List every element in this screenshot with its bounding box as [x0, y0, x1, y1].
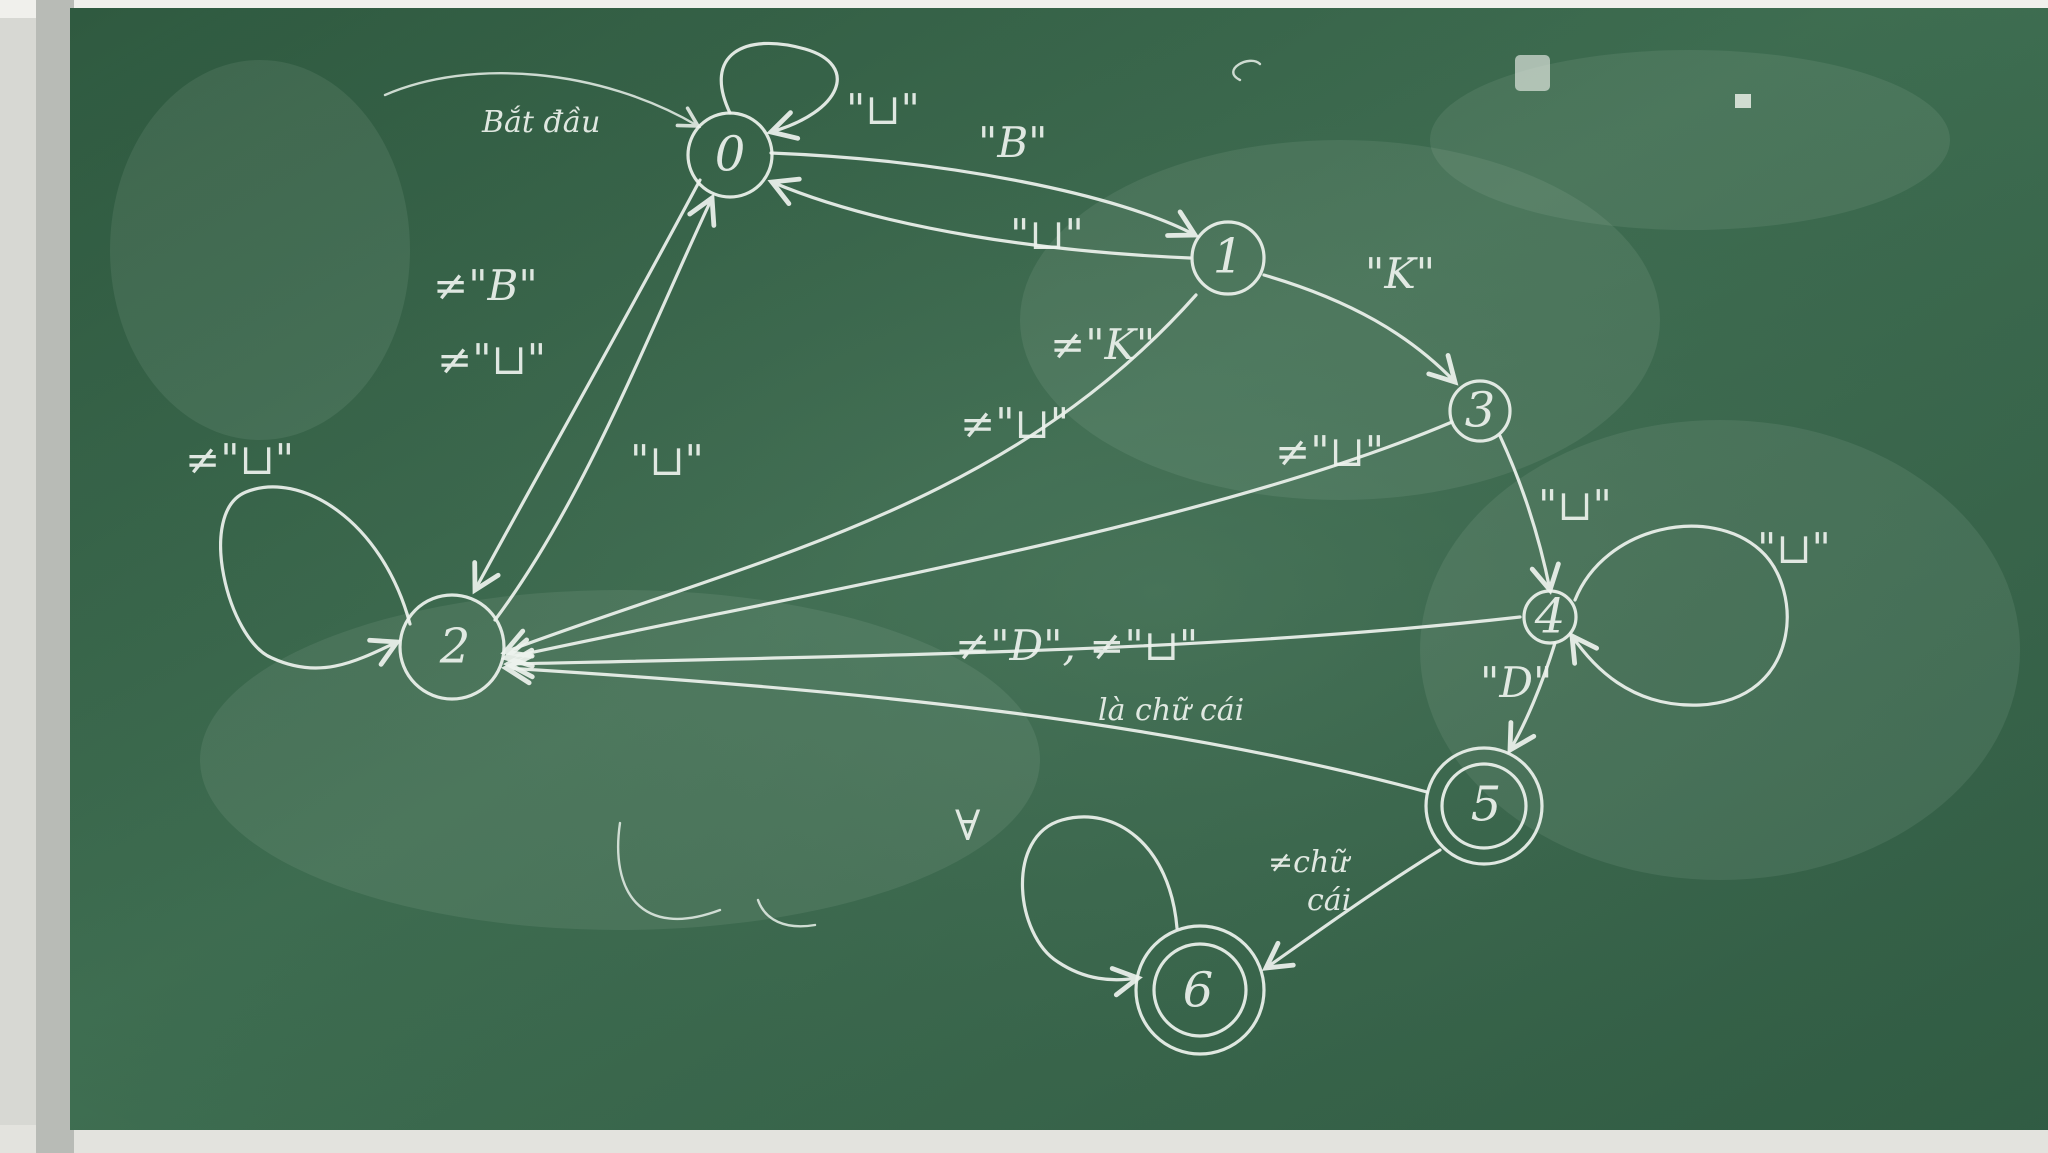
edge-2-to-0 [493, 193, 717, 622]
edge-1-to-2-label-space: ≠"⊔" [960, 399, 1069, 448]
loop-4 [1569, 524, 1789, 707]
loop-6 [1020, 815, 1179, 998]
loop-4-label: "⊔" [1757, 524, 1831, 573]
loop-2 [219, 485, 412, 670]
edge-1-to-0 [767, 176, 1192, 260]
state-5-label: 5 [1471, 777, 1502, 833]
edge-0-to-1 [769, 151, 1200, 238]
chalk-smudge [200, 590, 1040, 930]
state-4-label: 4 [1534, 589, 1566, 645]
edge-1-to-3 [1262, 273, 1459, 386]
edge-5-to-2 [501, 653, 1429, 794]
edge-5-to-2-label: là chữ cái [1098, 693, 1244, 728]
state-3-label: 3 [1465, 383, 1496, 439]
edge-5-to-6 [1261, 848, 1442, 971]
edge-4-to-2 [503, 615, 1522, 680]
edge-0-to-2-label-b: ≠"B" [433, 261, 538, 310]
loop-0-label: "⊔" [846, 85, 920, 134]
state-5-outer-circle [1424, 746, 1544, 866]
edge-5-to-6-label-line-1: ≠chữ [1268, 845, 1351, 880]
edge-0-to-2 [472, 178, 702, 595]
edge-2-to-0-label: "⊔" [630, 436, 704, 485]
start-arrow [383, 72, 702, 128]
edge-1-to-0-label: "⊔" [1010, 210, 1084, 259]
loop-0 [719, 41, 839, 141]
edge-3-to-2 [501, 420, 1454, 669]
faint-chalk-mark [1232, 59, 1262, 82]
loop-6-label: ∀ [955, 801, 981, 850]
edge-1-to-2-label-k: ≠"K" [1050, 320, 1155, 369]
start-label: Bắt đầu [481, 105, 600, 140]
state-1-circle [1190, 220, 1266, 296]
chalk-dust-spot [1735, 94, 1751, 108]
edge-3-to-4 [1498, 434, 1561, 595]
edge-0-to-1-label: "B" [978, 118, 1048, 167]
left-frame-rail [36, 0, 74, 1153]
edge-1-to-2 [500, 293, 1198, 659]
chalk-smudge [110, 60, 410, 440]
edge-5-to-6-label-line-2: cái [1307, 883, 1351, 918]
faint-chalk-mark [756, 898, 817, 928]
chalk-eraser-spot [1515, 55, 1550, 91]
edge-4-to-2-label: ≠"D", ≠"⊔" [955, 621, 1198, 670]
state-6-label: 6 [1183, 963, 1214, 1019]
edge-3-to-2-label: ≠"⊔" [1275, 427, 1384, 476]
edge-4-to-5-label: "D" [1480, 658, 1552, 707]
state-0-label: 0 [715, 127, 746, 183]
board-light-glow [70, 8, 2048, 1130]
edge-3-to-4-label: "⊔" [1538, 481, 1612, 530]
loop-2-label: ≠"⊔" [185, 435, 294, 484]
edge-0-to-2-label-space: ≠"⊔" [437, 335, 546, 384]
state-5-inner-circle [1440, 762, 1528, 850]
faint-chalk-mark [616, 821, 722, 921]
edge-4-to-5 [1507, 641, 1557, 755]
state-6-inner-circle [1152, 942, 1248, 1038]
state-1-label: 1 [1213, 229, 1244, 285]
chalk-smudge [1430, 50, 1950, 230]
edge-1-to-3-label: "K" [1365, 249, 1435, 298]
chalk-smudge [1420, 420, 2020, 880]
state-2-label: 2 [439, 619, 471, 675]
state-3-circle [1448, 379, 1512, 443]
